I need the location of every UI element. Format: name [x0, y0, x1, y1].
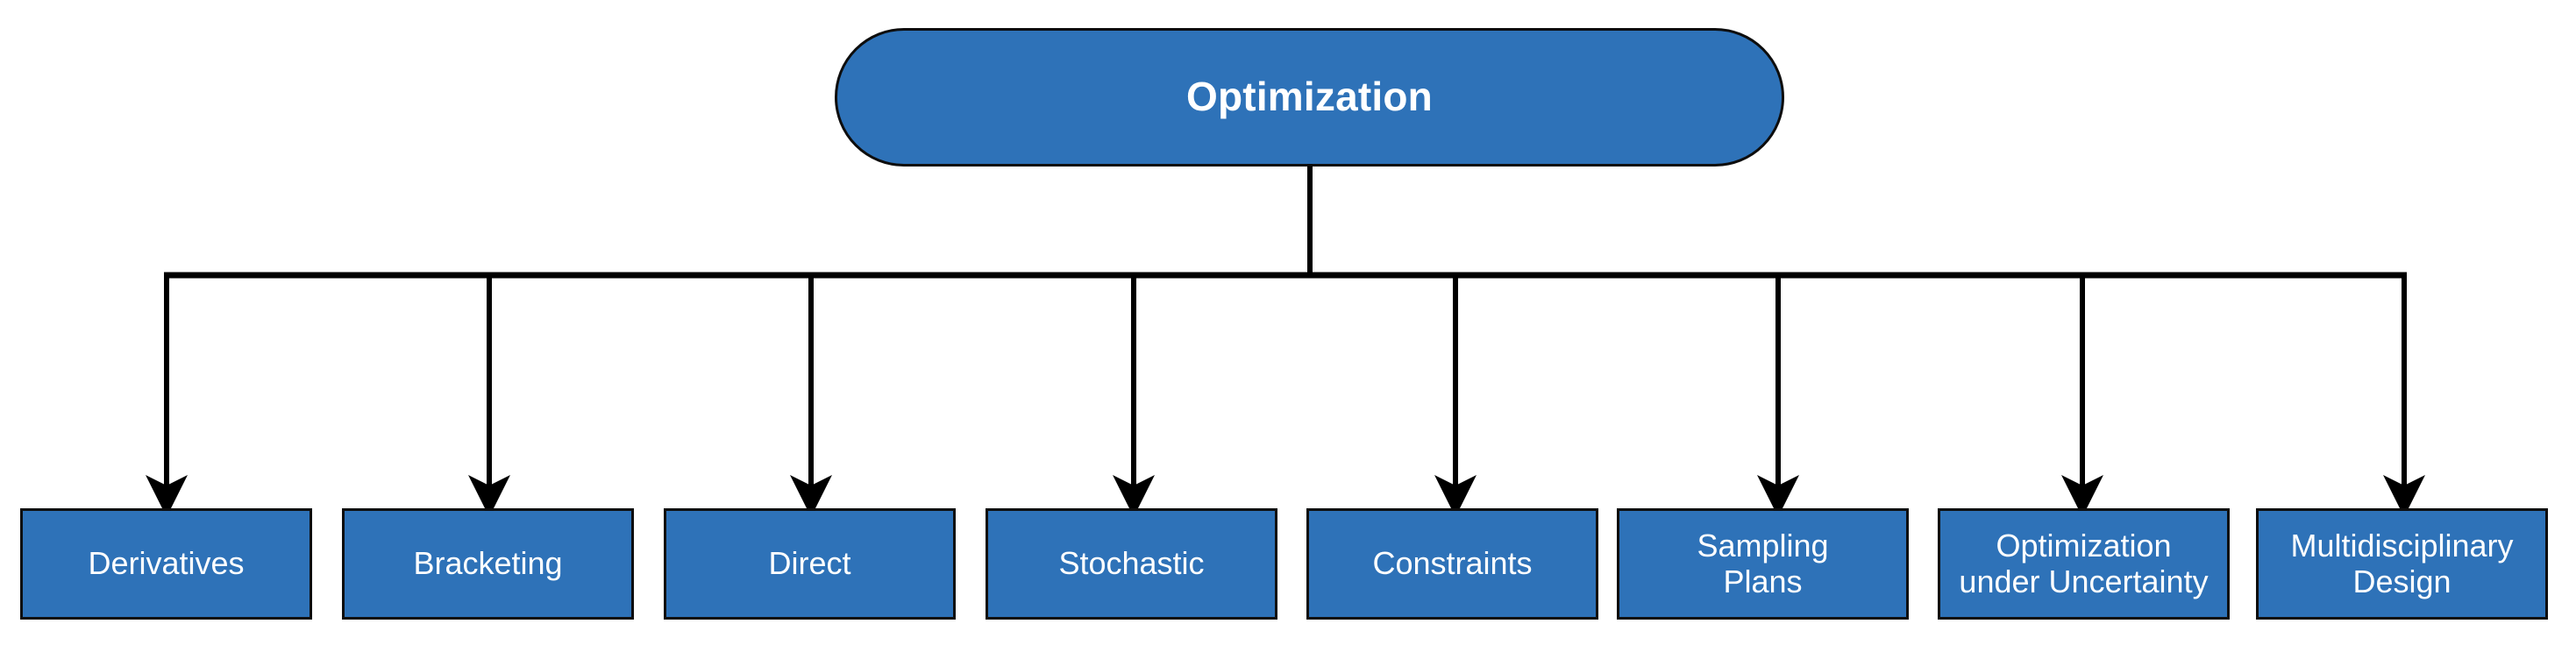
child-node-optimization-under-uncertainty[interactable]: Optimization under Uncertainty	[1938, 508, 2230, 620]
child-node-direct[interactable]: Direct	[664, 508, 956, 620]
child-node-multidisciplinary-design[interactable]: Multidisciplinary Design	[2256, 508, 2548, 620]
child-node-stochastic[interactable]: Stochastic	[986, 508, 1277, 620]
child-node-derivatives[interactable]: Derivatives	[20, 508, 312, 620]
root-node-optimization[interactable]: Optimization	[835, 28, 1784, 167]
child-node-constraints[interactable]: Constraints	[1306, 508, 1598, 620]
child-node-bracketing[interactable]: Bracketing	[342, 508, 634, 620]
child-node-sampling-plans[interactable]: Sampling Plans	[1617, 508, 1909, 620]
